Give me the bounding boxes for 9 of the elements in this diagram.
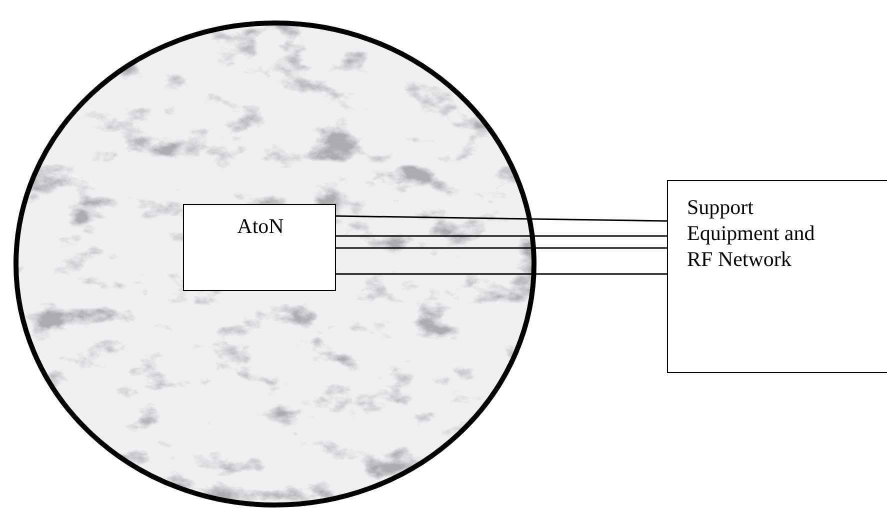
connector-line xyxy=(336,247,667,249)
box-label: Support Equipment and RF Network xyxy=(687,194,816,272)
marble-circle xyxy=(13,20,537,508)
connector-line xyxy=(336,273,667,275)
box-label: AtoN xyxy=(236,213,285,239)
component-box xyxy=(183,204,336,291)
connector-line xyxy=(336,215,668,222)
component-box xyxy=(667,180,887,373)
connector-line xyxy=(336,235,667,237)
